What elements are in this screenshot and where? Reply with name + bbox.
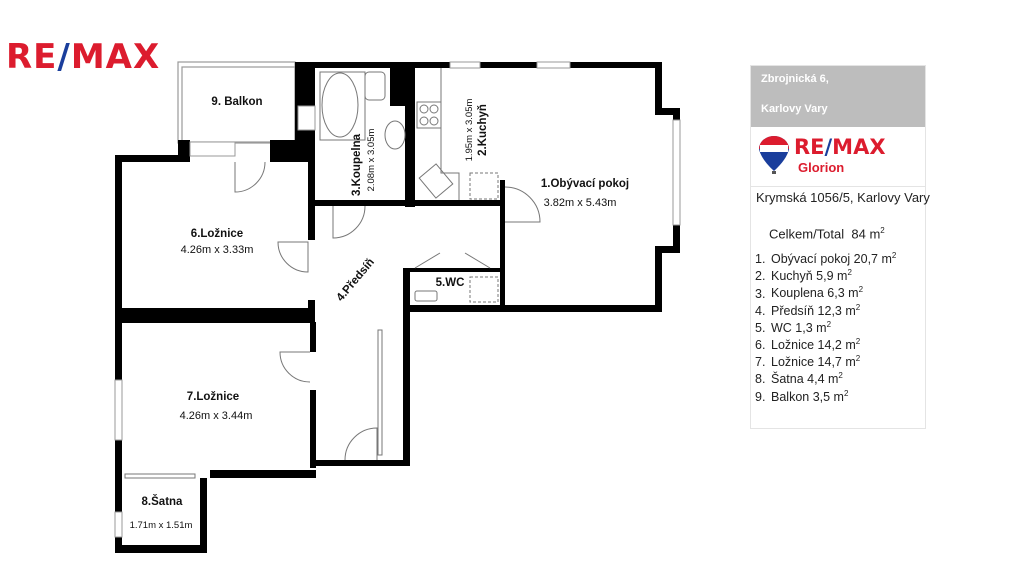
room-label-hallway: 4.Předsíň (334, 256, 376, 303)
total-label: Celkem/Total (769, 226, 845, 242)
doors (124, 161, 541, 479)
room-dims-closet: 1.71m x 1.51m (130, 520, 193, 531)
unit-sup: 2 (891, 251, 897, 260)
area-list-item: 7. Ložnice 14,7 m2 (755, 350, 896, 370)
unit-sup: 2 (855, 336, 861, 346)
room-label-bedroom6: 6.Ložnice (191, 228, 243, 240)
area-num: 4. (755, 303, 766, 318)
room-label-bedroom7: 7.Ložnice (187, 391, 239, 403)
area-text: Kouplena 6,3 m (771, 286, 859, 301)
total-area: Celkem/Total 84 m2 (769, 226, 885, 241)
area-text: Obývací pokoj 20,7 m (771, 252, 892, 267)
area-num: 1. (755, 252, 766, 267)
area-num: 8. (755, 372, 766, 387)
area-text: Kuchyň 5,9 m (771, 269, 848, 284)
area-list-item: 1. Obývací pokoj 20,7 m2 (755, 247, 897, 267)
fixtures (319, 68, 499, 303)
logo-slash: / (57, 37, 71, 77)
balloon-logo-icon (759, 136, 789, 174)
office-address: Krymská 1056/5, Karlovy Vary (756, 190, 930, 205)
room-label-living: 1.Obývací pokoj (541, 178, 629, 190)
room-label-balcony: 9. Balkon (211, 96, 262, 108)
area-list-item: 6. Ložnice 14,2 m2 (755, 333, 896, 353)
property-address: Zbrojnická 6, Karlovy Vary (751, 66, 925, 127)
room-dims-bedroom6: 4.26m x 3.33m (181, 244, 254, 256)
unit-sup: 2 (855, 354, 861, 364)
total-value: 84 m (851, 226, 881, 242)
unit-sup: 2 (843, 388, 849, 398)
unit-sup: 2 (838, 371, 843, 381)
info-panel: Zbrojnická 6, Karlovy Vary RE/MAX Glorio… (750, 65, 930, 429)
room-dims-living: 3.82m x 5.43m (544, 197, 617, 209)
area-num: 6. (755, 338, 766, 353)
brand-name: RE/MAX (794, 135, 886, 159)
area-list-item: 9. Balkon 3,5 m2 (755, 385, 896, 404)
address-line: Zbrojnická 6, (761, 73, 829, 85)
room-dims-bathroom: 2.08m x 3.05m (366, 129, 377, 192)
room-dims-kitchen: 1.95m x 3.05m (464, 99, 475, 162)
agency-brand: RE/MAX Glorion (751, 127, 925, 187)
unit-sup: 2 (880, 226, 885, 235)
room-label-wc: 5.WC (436, 277, 465, 289)
unit-sup: 2 (826, 319, 832, 329)
unit-sup: 2 (847, 268, 852, 278)
area-list-item: 4. Předsíň 12,3 m2 (755, 299, 896, 318)
area-text: Balkon 3,5 m (771, 389, 844, 404)
logo-part: RE (6, 37, 58, 77)
area-list-item: 8. Šatna 4,4 m2 (755, 367, 896, 387)
area-text: Ložnice 14,7 m (771, 355, 856, 370)
area-num: 9. (755, 389, 766, 404)
room-label-closet: 8.Šatna (142, 495, 184, 508)
area-list-item: 2. Kuchyň 5,9 m2 (755, 264, 896, 284)
address-line: Karlovy Vary (761, 103, 828, 115)
area-text: WC 1,3 m (771, 320, 827, 335)
unit-sup: 2 (858, 285, 864, 295)
room-label-bathroom: 3.Koupelna (351, 133, 363, 196)
windows (114, 61, 681, 538)
unit-sup: 2 (855, 302, 861, 312)
area-list-item: 5. WC 1,3 m2 (755, 316, 896, 335)
area-text: Ložnice 14,2 m (771, 338, 856, 353)
logo-part: MAX (70, 37, 161, 77)
area-num: 3. (755, 286, 766, 301)
area-list-item: 3. Kouplena 6,3 m2 (755, 281, 896, 301)
room-dims-bedroom7: 4.26m x 3.44m (180, 410, 253, 422)
area-text: Předsíň 12,3 m (771, 303, 856, 318)
area-text: Šatna 4,4 m (771, 372, 839, 387)
area-num: 2. (755, 269, 766, 284)
remax-logo: RE/MAX (6, 40, 160, 74)
area-num: 7. (755, 355, 766, 370)
room-label-kitchen: 2.Kuchyň (477, 104, 489, 156)
area-num: 5. (755, 320, 766, 335)
brand-sub: Glorion (798, 160, 845, 175)
